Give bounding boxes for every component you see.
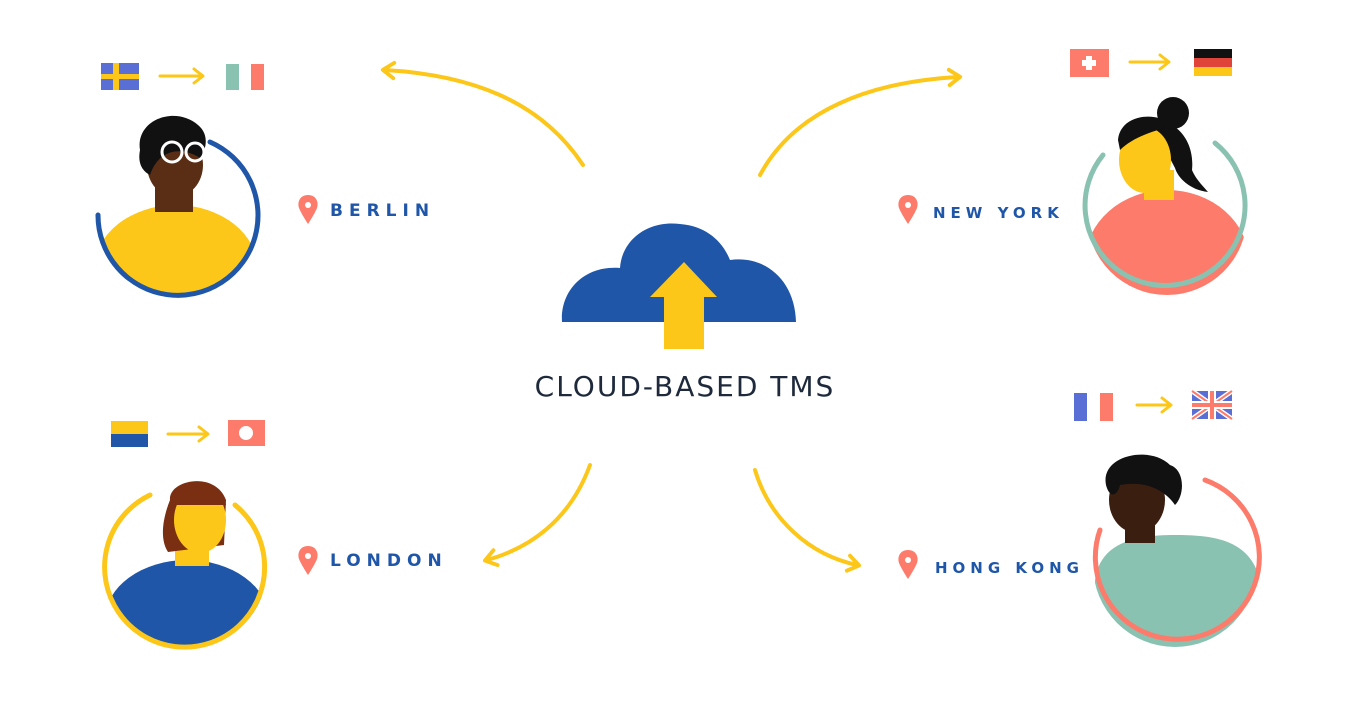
user-berlin [95, 63, 318, 298]
city-label-london: LONDON [330, 551, 448, 571]
arrow-to-new-york [758, 67, 963, 177]
location-pin-icon [898, 550, 918, 579]
avatar-hong-kong [1092, 454, 1262, 647]
user-hong-kong [898, 388, 1262, 647]
flag-icon-ukraine [111, 421, 148, 447]
cloud-upload-icon [561, 223, 796, 349]
flag-icon-switzerland [1070, 49, 1109, 77]
avatar-berlin [95, 115, 261, 298]
user-london [102, 420, 318, 650]
center-title: CLOUD-BASED TMS [534, 370, 836, 403]
location-pin-icon [298, 195, 318, 224]
flag-icon-france [1074, 393, 1113, 421]
language-pair-hong-kong [1074, 388, 1234, 422]
city-label-berlin: BERLIN [330, 201, 436, 221]
location-pin-icon [298, 546, 318, 575]
flag-icon-sweden [101, 63, 139, 90]
arrow-to-hong-kong [753, 468, 862, 573]
flag-icon-united-kingdom [1190, 388, 1234, 422]
city-label-new-york: NEW YORK [933, 204, 1064, 222]
upload-arrow [650, 262, 717, 349]
flag-icon-italy [226, 64, 264, 90]
language-pair-berlin [101, 63, 264, 90]
location-pin-icon [898, 195, 918, 224]
city-label-hong-kong: HONG KONG [935, 559, 1084, 577]
arrow-to-berlin [380, 60, 585, 167]
flag-icon-germany [1194, 49, 1232, 76]
arrow-to-london [482, 463, 592, 567]
flag-icon-japan [228, 420, 265, 446]
avatar-new-york [1082, 97, 1248, 295]
language-pair-london [111, 420, 265, 447]
avatar-london [102, 481, 268, 650]
language-pair-new-york [1070, 49, 1232, 77]
arrow-right-icon [1128, 53, 1171, 71]
arrow-right-icon [166, 425, 210, 443]
arrow-right-icon [158, 67, 205, 85]
arrow-right-icon [1135, 396, 1173, 414]
user-new-york [898, 49, 1248, 295]
